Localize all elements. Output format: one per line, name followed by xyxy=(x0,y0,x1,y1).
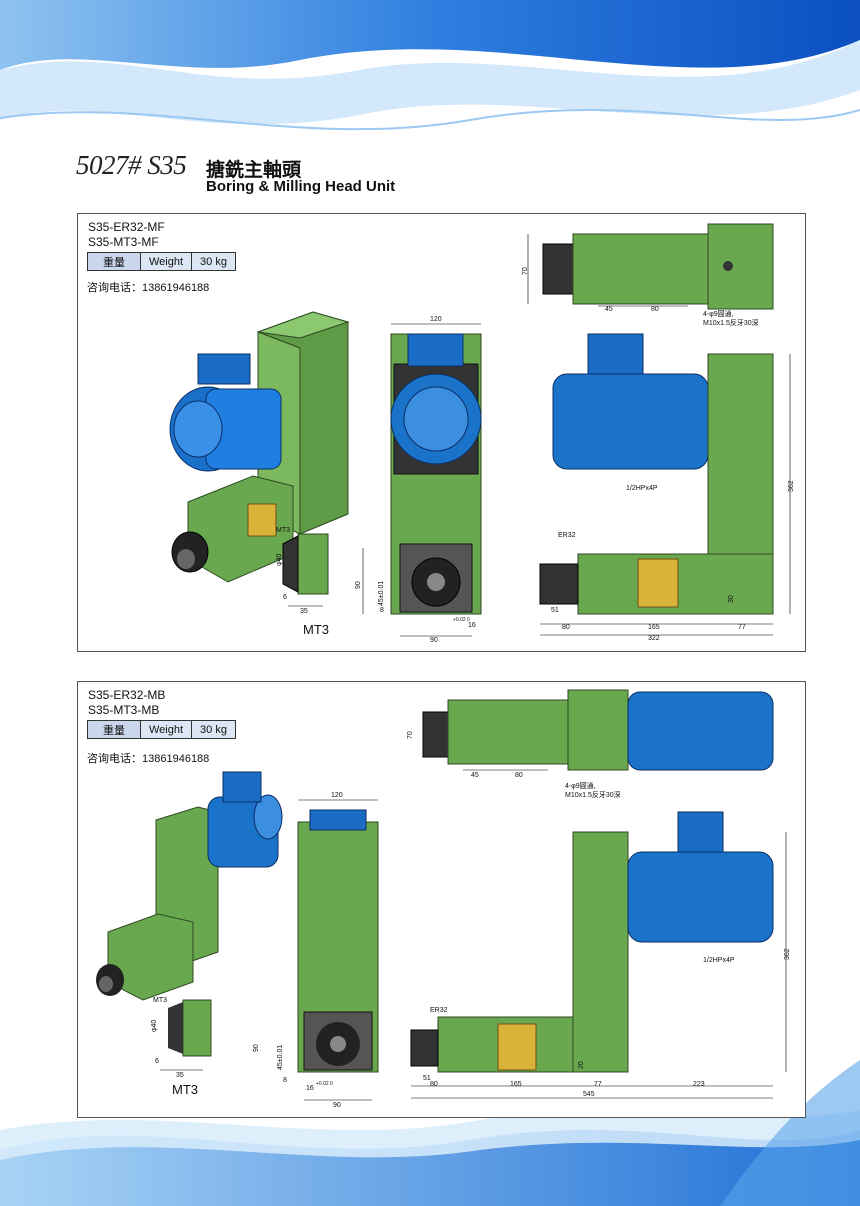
motor-spec: 1/2HPx4P xyxy=(703,957,735,964)
mt3-small-label: MT3 xyxy=(276,527,290,534)
weight-label-cn: 重量 xyxy=(87,252,141,271)
panel-mb: S35-ER32-MB S35-MT3-MB 重量 Weight 30 kg 咨… xyxy=(77,681,806,1118)
panel-mf: S35-ER32-MF S35-MT3-MF 重量 Weight 30 kg 咨… xyxy=(77,213,806,652)
title-chinese: 搪銑主軸頭 xyxy=(206,160,302,181)
model-name-2: S35-MT3-MB xyxy=(88,703,160,717)
front-view: 120 90 45±0.01 8 16 +0.02 0 90 xyxy=(355,316,482,644)
hole-note-2: M10x1.5反牙30深 xyxy=(703,318,759,327)
dim-8: 8 xyxy=(283,1077,287,1084)
top-dim-70: 70 xyxy=(407,731,414,739)
dim-35: 35 xyxy=(176,1072,184,1079)
mt3-label: MT3 xyxy=(172,1082,198,1097)
dim-120: 120 xyxy=(331,792,343,799)
weight-label-cn: 重量 xyxy=(87,720,141,739)
model-name-2: S35-MT3-MF xyxy=(88,235,159,249)
dim-80: 80 xyxy=(430,1081,438,1088)
dim-phi40: φ40 xyxy=(276,554,283,566)
top-dim-80: 80 xyxy=(515,772,523,779)
top-view: 70 45 80 4-φ9圓通, M10x1.5反牙30深 xyxy=(407,689,774,799)
er32-label: ER32 xyxy=(558,532,576,539)
top-dim-70: 70 xyxy=(522,267,529,275)
dim-362: 362 xyxy=(784,948,791,960)
dim-6: 6 xyxy=(155,1058,159,1065)
dim-tolerance: +0.02 0 xyxy=(316,1081,333,1087)
dim-322: 322 xyxy=(648,635,660,642)
contact-phone: 咨询电话：13861946188 xyxy=(87,282,210,294)
dim-35: 35 xyxy=(300,608,308,615)
isometric-view xyxy=(169,311,350,583)
dim-165: 165 xyxy=(510,1081,522,1088)
dim-90: 90 xyxy=(355,581,362,589)
mt3-small-label: MT3 xyxy=(153,997,167,1004)
motor-spec: 1/2HPx4P xyxy=(626,485,658,492)
weight-label-en: Weight xyxy=(139,252,193,271)
dim-77: 77 xyxy=(594,1081,602,1088)
hole-note-1: 4-φ9圓通, xyxy=(703,309,734,318)
dim-545: 545 xyxy=(583,1091,595,1098)
dim-16: 16 xyxy=(306,1085,314,1092)
title-english: Boring & Milling Head Unit xyxy=(206,178,396,195)
technical-drawing-mf: 120 90 45±0.01 8 16 +0.02 0 90 MT3 φ40 6… xyxy=(169,223,795,644)
weight-table: 重量 Weight 30 kg xyxy=(87,252,236,271)
dim-30: 30 xyxy=(728,595,735,603)
er32-label: ER32 xyxy=(430,1007,448,1014)
top-dim-45: 45 xyxy=(605,306,613,313)
weight-value: 30 kg xyxy=(191,720,236,739)
weight-table: 重量 Weight 30 kg xyxy=(87,720,236,739)
isometric-view xyxy=(96,771,283,1001)
dim-20: 20 xyxy=(578,1061,585,1069)
mt3-label: MT3 xyxy=(303,622,329,637)
weight-value: 30 kg xyxy=(191,252,236,271)
weight-label-en: Weight xyxy=(139,720,193,739)
mt3-detail: MT3 φ40 6 35 MT3 xyxy=(151,997,212,1097)
side-view: 1/2HPx4P 362 20 ER32 51 80 165 77 223 54… xyxy=(410,811,791,1099)
dim-90-bottom: 90 xyxy=(430,637,438,644)
dim-tolerance: +0.02 0 xyxy=(453,617,470,623)
top-dim-80: 80 xyxy=(651,306,659,313)
dim-6: 6 xyxy=(283,594,287,601)
dim-8: 8 xyxy=(380,607,384,614)
contact-phone: 咨询电话：13861946188 xyxy=(87,753,210,765)
dim-45-tol: 45±0.01 xyxy=(277,1045,284,1070)
dim-45-tol: 45±0.01 xyxy=(378,581,385,606)
dim-90: 90 xyxy=(253,1044,260,1052)
dim-77: 77 xyxy=(738,624,746,631)
dim-223: 223 xyxy=(693,1081,705,1088)
dim-165: 165 xyxy=(648,624,660,631)
hole-note-2: M10x1.5反牙30深 xyxy=(565,790,621,799)
top-view: 70 45 80 4-φ9圓通, M10x1.5反牙30深 xyxy=(522,223,774,327)
dim-51: 51 xyxy=(551,607,559,614)
technical-drawing-mb: 120 90 45±0.01 8 16 +0.02 0 90 MT3 φ40 6… xyxy=(96,689,791,1109)
dim-51: 51 xyxy=(423,1075,431,1082)
dim-120: 120 xyxy=(430,316,442,323)
model-name-1: S35-ER32-MB xyxy=(88,688,166,702)
front-view: 120 90 45±0.01 8 16 +0.02 0 90 xyxy=(253,792,379,1109)
mt3-detail: MT3 φ40 6 35 MT3 xyxy=(276,527,329,637)
dim-phi40: φ40 xyxy=(151,1020,158,1032)
model-code: 5027# S35 xyxy=(76,150,187,180)
dim-90-bottom: 90 xyxy=(333,1102,341,1109)
top-dim-45: 45 xyxy=(471,772,479,779)
hole-note-1: 4-φ9圓通, xyxy=(565,781,596,790)
dim-80: 80 xyxy=(562,624,570,631)
model-name-1: S35-ER32-MF xyxy=(88,220,165,234)
dim-16: 16 xyxy=(468,622,476,629)
dim-362: 362 xyxy=(788,480,795,492)
side-view: 1/2HPx4P 362 30 ER32 51 80 165 77 322 xyxy=(539,333,795,642)
